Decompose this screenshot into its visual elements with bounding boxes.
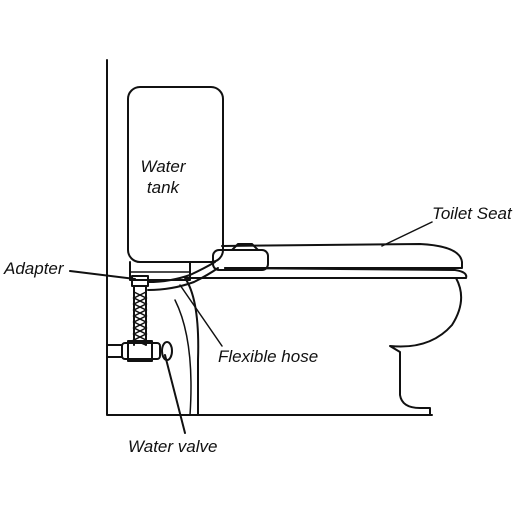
water-valve-label: Water valve xyxy=(128,437,217,456)
flexible-hose-vertical xyxy=(132,285,148,346)
adapter-label: Adapter xyxy=(3,259,65,278)
bidet-unit xyxy=(212,249,269,271)
water-tank-label-line1: Water xyxy=(140,157,186,176)
toilet-seat-leader xyxy=(381,221,433,247)
toilet-seat-lid xyxy=(221,243,463,269)
water-tank-label-line2: tank xyxy=(147,178,181,197)
flexible-hose-leader xyxy=(179,284,223,347)
water-valve-leader xyxy=(164,354,186,434)
valve-nut xyxy=(127,340,153,362)
wall-floor-outline xyxy=(106,59,433,416)
toilet-seat-label: Toilet Seat xyxy=(432,204,513,223)
flexible-hose-label: Flexible hose xyxy=(218,347,318,366)
water-supply-pipe xyxy=(106,344,123,358)
bowl-contour xyxy=(174,299,192,416)
water-valve-knob xyxy=(161,341,173,361)
water-tank xyxy=(127,86,224,263)
bidet-knob xyxy=(231,243,259,251)
toilet-seat-ring xyxy=(224,267,468,279)
flexible-hose-to-bidet xyxy=(147,261,219,291)
adapter-leader xyxy=(69,270,136,280)
valve-body xyxy=(121,342,161,360)
tank-base-fitting xyxy=(129,261,191,281)
